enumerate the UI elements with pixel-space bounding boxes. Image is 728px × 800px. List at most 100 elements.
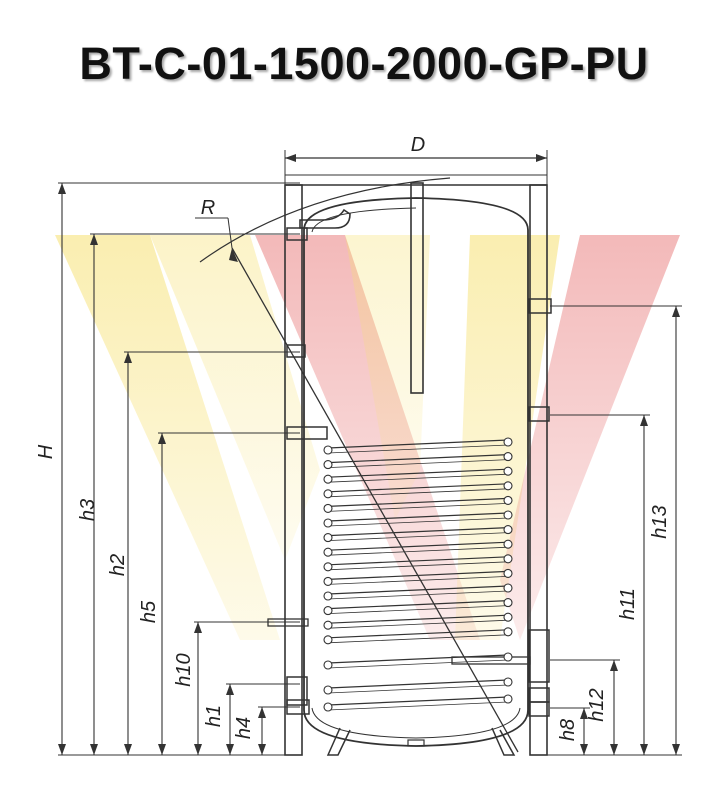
coil-end [503,568,513,578]
left-dimensions [58,182,300,756]
coil-tube [327,634,509,644]
coil-end [503,652,513,662]
label-h4: h4 [233,717,255,739]
coil-tube [327,444,509,454]
coil-tube [327,576,509,585]
label-R: R [201,197,215,219]
coil-end [323,460,333,470]
right-dimensions [530,305,682,756]
coil-end [323,660,333,670]
label-h13: h13 [649,505,671,538]
diagonal-radius [195,177,519,753]
coil-tube [327,590,509,600]
coil-tube [327,512,509,522]
coil-end [323,685,333,695]
label-h1: h1 [203,705,225,727]
coil-end [503,694,513,704]
watermark-logo [55,235,680,640]
coil-tube [327,684,509,694]
coil-tube [327,546,509,556]
coil-tube [327,483,509,493]
coil-end [323,547,333,557]
coil-end [503,677,513,687]
coil-tube [327,503,509,512]
coil-tube [327,532,509,541]
coil-end [323,591,333,601]
dim-h2-arrow [124,744,132,755]
coil-tube [327,614,509,624]
coil-end [323,445,333,455]
top-fitting [299,182,424,394]
coil-tube [327,527,509,537]
label-h8: h8 [557,719,579,741]
label-h5: h5 [138,600,160,623]
dim-h2-arrow [124,352,132,363]
coil-end [503,495,513,505]
dim-h4-arrow [258,744,266,755]
coil-end [323,474,333,484]
coil-end [323,518,333,528]
dim-h1-arrow [226,684,234,695]
frame [284,174,548,756]
coil-end [323,620,333,630]
label-h3: h3 [77,499,99,521]
heating-coil [323,437,513,712]
dim-h8-arrow [580,744,588,755]
label-h10: h10 [173,653,195,686]
coil-tube [327,600,509,610]
coil-end [503,583,513,593]
coil-end [503,510,513,520]
coil-end [323,533,333,543]
dim-h8-arrow [580,708,588,719]
dim-h11-arrow [640,744,648,755]
coil-tube [327,561,509,571]
coil-tube [327,605,509,614]
coil-tube [327,619,509,629]
coil-end [323,576,333,586]
coil-end [323,489,333,499]
coil-end [323,503,333,513]
label-H: H [35,444,57,459]
coil-tube [327,701,509,711]
dim-H-arrow [58,744,66,755]
coil-end [503,539,513,549]
dim-H-arrow [58,183,66,194]
dim-h12-arrow [610,744,618,755]
drawing-title: BT-C-01-1500-2000-GP-PU [79,38,649,89]
dim-h10-arrow [194,744,202,755]
dim-h13-arrow [672,306,680,317]
coil-end [503,525,513,535]
coil-tube [327,497,509,507]
label-h12: h12 [586,688,608,721]
coil-tube [327,556,509,566]
coil-tube [327,468,509,478]
dim-h1-arrow [226,744,234,755]
side-connections [267,227,552,717]
coil-tube [327,654,509,664]
dim-h5-arrow [158,744,166,755]
coil-end [323,606,333,616]
dim-h5-arrow [158,433,166,444]
tank-feet [326,727,516,756]
dim-h12-arrow [610,660,618,671]
coil-tube [327,473,509,483]
dimension-D [284,150,548,185]
coil-tube [327,585,509,595]
coil-end [503,481,513,491]
coil-tube [327,659,509,669]
coil-tube [327,459,509,468]
dim-h3-arrow [90,234,98,245]
dim-h13-arrow [672,744,680,755]
coil-end [323,562,333,572]
coil-tube [327,629,509,639]
label-h11: h11 [617,588,639,620]
dim-h10-arrow [194,622,202,633]
dim-h11-arrow [640,415,648,426]
dim-h4-arrow [258,707,266,718]
coil-end [503,627,513,637]
label-h2: h2 [107,554,129,576]
dim-h3-arrow [90,744,98,755]
coil-end [323,635,333,645]
coil-end [503,554,513,564]
